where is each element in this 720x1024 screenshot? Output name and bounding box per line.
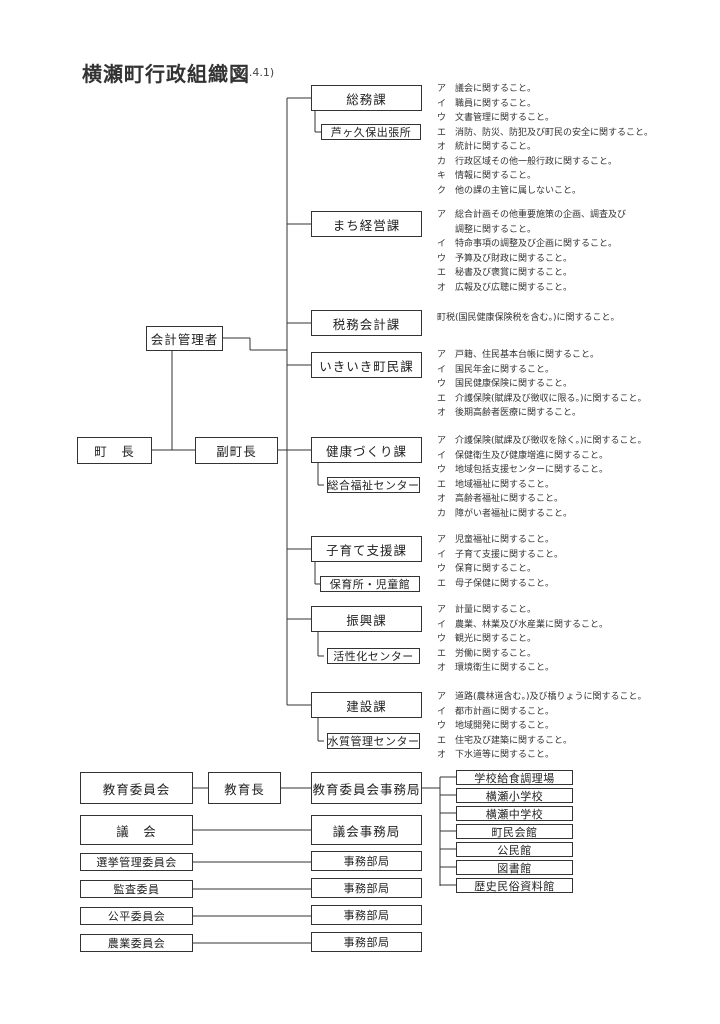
- dept-ikiiki-box: いきいき町民課: [311, 352, 422, 378]
- dept-zeimu-duties: 町税(国民健康保険税を含む。)に関すること。: [437, 311, 620, 326]
- dept-machi-duties: ア 総合計画その他重要施策の企画、調査及び 調整に関すること。 イ 特命事項の調…: [437, 208, 626, 295]
- duty-line: ウ 保育に関すること。: [437, 564, 537, 574]
- duty-line: ア 介護保険(賦課及び徴収を除く。)に関すること。: [437, 436, 647, 446]
- facility-box: 町民会館: [456, 824, 573, 839]
- sub-suishitsu-box: 水質管理センター: [327, 733, 420, 749]
- duty-line: ア 計量に関すること。: [437, 605, 537, 615]
- duty-line: エ 消防、防災、防犯及び町民の安全に関すること。: [437, 127, 654, 138]
- duty-line: イ 都市計画に関すること。: [437, 706, 555, 717]
- superintendent-box: 教育長: [208, 772, 281, 804]
- facility-box: 図書館: [456, 860, 573, 875]
- duty-line: イ 農業、林業及び水産業に関すること。: [437, 619, 609, 630]
- dept-kensetsu-duties: ア 道路(農林道含む。)及び橋りょうに関すること。 イ 都市計画に関すること。 …: [437, 690, 647, 763]
- committee-box: 選挙管理委員会: [80, 853, 193, 871]
- sub-hoikusho-box: 保育所・児童館: [320, 576, 420, 592]
- duty-line: カ 行政区域その他一般行政に関すること。: [437, 156, 618, 167]
- dept-kosodate-duties: ア 児童福祉に関すること。 イ 子育て支援に関すること。 ウ 保育に関すること。…: [437, 533, 563, 591]
- duty-line: エ 介護保険(賦課及び徴収に限る。)に関すること。: [437, 393, 647, 404]
- duty-line: オ 統計に関すること。: [437, 142, 537, 152]
- accountant-box: 会計管理者: [146, 326, 223, 351]
- duty-line: オ 高齢者福祉に関すること。: [437, 494, 564, 504]
- dept-ikiiki-duties: ア 戸籍、住民基本台帳に関すること。 イ 国民年金に関すること。 ウ 国民健康保…: [437, 348, 647, 421]
- duty-line: ア 総合計画その他重要施策の企画、調査及び: [437, 210, 627, 220]
- deputy-mayor-box: 副町長: [195, 437, 278, 464]
- duty-line: ウ 国民健康保険に関すること。: [437, 379, 573, 389]
- duty-line: ア 道路(農林道含む。)及び橋りょうに関すること。: [437, 692, 647, 702]
- committee-box: 議 会: [80, 815, 193, 845]
- education-office-box: 教育委員会事務局: [311, 772, 422, 804]
- committee-office-box: 事務部局: [311, 932, 422, 952]
- duty-line: オ 後期高齢者医療に関すること。: [437, 408, 582, 418]
- duty-line: カ 障がい者福祉に関すること。: [437, 508, 573, 519]
- duty-line: エ 秘書及び褒賞に関すること。: [437, 268, 573, 278]
- duty-line: エ 住宅及び建築に関すること。: [437, 735, 573, 746]
- duty-line: オ 広報及び広聴に関すること。: [437, 282, 573, 293]
- committee-box: 農業委員会: [80, 934, 193, 952]
- duty-line: ウ 地域包括支援センターに関すること。: [437, 465, 609, 475]
- sub-ashigakubo-box: 芦ヶ久保出張所: [321, 124, 421, 140]
- dept-kenko-duties: ア 介護保険(賦課及び徴収を除く。)に関すること。 イ 保健衛生及び健康増進に関…: [437, 434, 647, 521]
- chart-title: 横瀬町行政組織図: [82, 62, 250, 86]
- duty-line: イ 子育て支援に関すること。: [437, 549, 564, 560]
- duty-line: ウ 文書管理に関すること。: [437, 113, 555, 123]
- duty-line: 調整に関すること。: [437, 224, 537, 235]
- sub-kasseika-box: 活性化センター: [327, 648, 420, 664]
- duty-line: ウ 地域開発に関すること。: [437, 721, 555, 731]
- dept-shinko-duties: ア 計量に関すること。 イ 農業、林業及び水産業に関すること。 ウ 観光に関する…: [437, 603, 608, 676]
- mayor-box: 町 長: [77, 437, 152, 464]
- duty-line: イ 保健衛生及び健康増進に関すること。: [437, 450, 609, 461]
- education-board-box: 教育委員会: [80, 772, 193, 804]
- facility-box: 歴史民俗資料館: [456, 878, 573, 893]
- dept-kensetsu-box: 建設課: [311, 692, 422, 718]
- duty-line: 町税(国民健康保険税を含む。)に関すること。: [437, 313, 620, 323]
- duty-line: オ 環境衛生に関すること。: [437, 663, 555, 673]
- dept-machi-box: まち経営課: [311, 211, 422, 237]
- committee-office-box: 事務部局: [311, 905, 422, 925]
- committee-office-box: 事務部局: [311, 851, 422, 871]
- dept-kosodate-box: 子育て支援課: [311, 536, 422, 562]
- dept-zeimu-box: 税務会計課: [311, 310, 422, 336]
- duty-line: エ 労働に関すること。: [437, 648, 537, 659]
- dept-somu-box: 総務課: [311, 85, 422, 111]
- facility-box: 学校給食調理場: [456, 770, 573, 785]
- committee-office-box: 議会事務局: [311, 815, 422, 845]
- committee-box: 公平委員会: [80, 907, 193, 925]
- duty-line: ア 戸籍、住民基本台帳に関すること。: [437, 350, 600, 360]
- duty-line: ウ 予算及び財政に関すること。: [437, 253, 573, 264]
- duty-line: イ 国民年金に関すること。: [437, 364, 555, 375]
- facility-box: 公民館: [456, 842, 573, 857]
- dept-kenko-box: 健康づくり課: [311, 437, 422, 463]
- duty-line: ク 他の課の主管に属しないこと。: [437, 185, 582, 196]
- duty-line: エ 地域福祉に関すること。: [437, 479, 555, 490]
- dept-somu-duties: ア 議会に関すること。 イ 職員に関すること。 ウ 文書管理に関すること。 エ …: [437, 82, 653, 198]
- facility-box: 横瀬中学校: [456, 806, 573, 821]
- duty-line: イ 特命事項の調整及び企画に関すること。: [437, 239, 618, 249]
- duty-line: ア 児童福祉に関すること。: [437, 535, 555, 545]
- chart-date: (R2.4.1): [230, 66, 275, 79]
- duty-line: ウ 観光に関すること。: [437, 634, 537, 644]
- committee-box: 監査委員: [80, 880, 193, 898]
- duty-line: イ 職員に関すること。: [437, 98, 537, 109]
- duty-line: オ 下水道等に関すること。: [437, 750, 555, 760]
- duty-line: ア 議会に関すること。: [437, 84, 537, 94]
- facility-box: 横瀬小学校: [456, 788, 573, 803]
- sub-fukushi-box: 総合福祉センター: [327, 477, 420, 493]
- duty-line: エ 母子保健に関すること。: [437, 578, 555, 589]
- committee-office-box: 事務部局: [311, 878, 422, 898]
- duty-line: キ 情報に関すること。: [437, 171, 537, 181]
- dept-shinko-box: 振興課: [311, 606, 422, 632]
